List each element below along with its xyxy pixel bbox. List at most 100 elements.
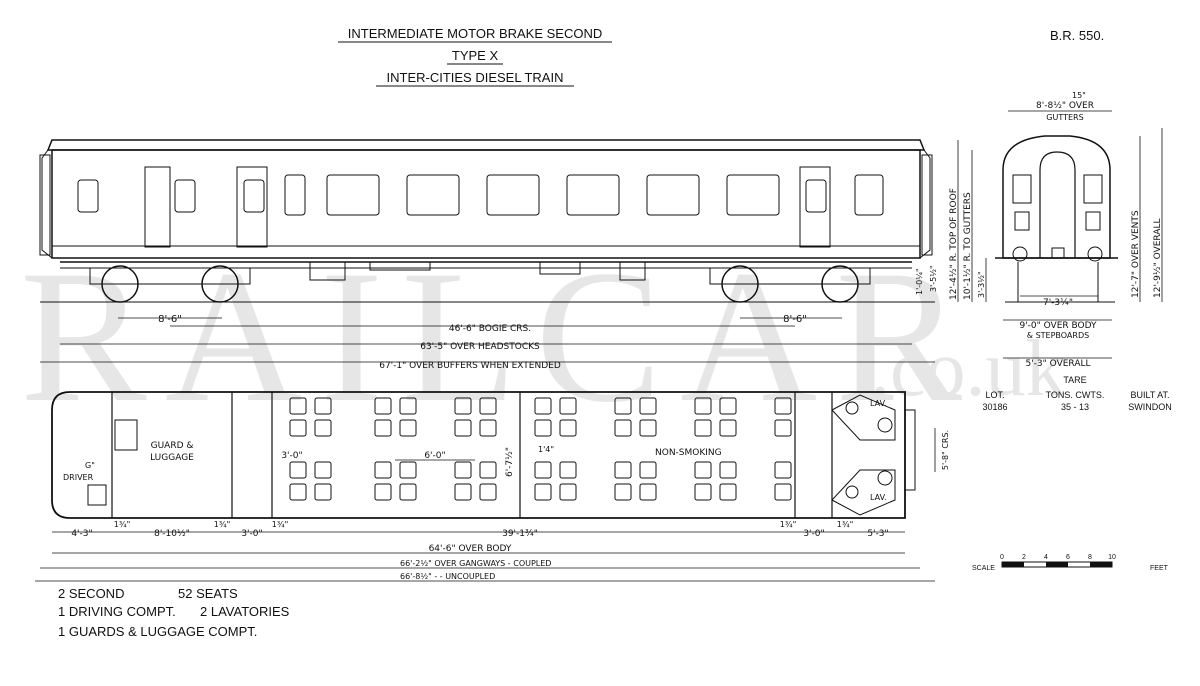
scale-tick-label: 8 [1088,554,1092,561]
seat [639,397,657,415]
dim-i: 3'-0" [803,529,824,539]
seat [614,461,632,479]
seat [479,483,497,501]
height-small-1: 1'-0¼" [915,268,924,295]
end-elevation [995,135,1118,303]
side-elevation [39,139,935,303]
seat [694,461,712,479]
seat [534,483,552,501]
seat [479,397,497,415]
scale-tick-label: 10 [1108,554,1116,561]
seat [314,461,332,479]
seat [774,483,792,501]
lav-top-label: LAV. [870,399,887,408]
seat [774,419,792,437]
gangway-centres: 5'-8" CRS. [941,430,950,470]
bogie-left [89,265,251,303]
dim-d: 1¾" [214,520,231,529]
scale-label: SCALE [972,565,995,572]
guard-label: GUARD & [151,441,194,451]
end-stepboards: & STEPBOARDS [1027,331,1089,340]
scale-tick-label: 2 [1022,554,1026,561]
dim-h: 1¾" [780,520,797,529]
seat [454,397,472,415]
end-overall-height: 12'-9½" OVERALL [1153,219,1163,298]
seat [719,397,737,415]
over-gangways-uncoupled: 66'-8½" - - UNCOUPLED [400,572,495,581]
seat [559,483,577,501]
scale-tick-label: 0 [1000,554,1004,561]
seat [614,397,632,415]
seat [534,397,552,415]
seat [479,461,497,479]
lav-bottom-label: LAV. [870,493,887,502]
dim-e: 3'-0" [241,529,262,539]
lot-value: 30186 [982,402,1007,412]
seat [289,461,307,479]
seat [614,483,632,501]
dim-a: 4'-3" [71,529,92,539]
dim-b: 1¾" [114,520,131,529]
seat [289,419,307,437]
end-buffer-centres: 7'-3¼" [1043,298,1073,308]
seat [639,483,657,501]
side-dimensions: 8'-6" 8'-6" 46'-6" BOGIE CRS. 63'-5" OVE… [40,265,938,371]
lot-label: LOT. [985,390,1004,400]
non-smoking-label: NON-SMOKING [655,448,722,458]
scale-bar-segment [1090,562,1112,567]
seat [314,419,332,437]
seat [479,419,497,437]
seat [454,461,472,479]
seat [399,397,417,415]
seat [454,483,472,501]
seat [774,397,792,415]
seat [374,419,392,437]
seat [559,461,577,479]
scale-bar-segment [1046,562,1068,567]
seat [534,461,552,479]
seating-layout [289,397,792,501]
seat [639,419,657,437]
seat [614,419,632,437]
over-buffers: 67'-1" OVER BUFFERS WHEN EXTENDED [379,361,561,371]
plan-view [51,391,936,519]
seat [374,461,392,479]
title-line-3: INTER-CITIES DIESEL TRAIN [387,70,564,85]
seat [694,483,712,501]
title-line-2: TYPE X [452,48,499,63]
driver-label: DRIVER [63,473,94,482]
end-rail-to-roof: 12'-4½" R. TOP OF ROOF [949,188,959,300]
tons-value: 35 - 13 [1061,402,1089,412]
end-buffer-height: 3'-3½" [977,271,986,298]
end-over-body: 9'-0" OVER BODY [1019,321,1097,331]
seat [559,397,577,415]
seat [399,483,417,501]
seat-pitch-small: 3'-0" [281,451,302,461]
seat [314,483,332,501]
seat [289,483,307,501]
scale-tick-label: 4 [1044,554,1048,561]
tare-table: TARE LOT. TONS. CWTS. BUILT AT. 30186 35… [982,375,1171,412]
over-gangways-coupled: 66'-2½" OVER GANGWAYS - COUPLED [400,559,551,568]
seat [719,483,737,501]
seat [399,419,417,437]
seat [289,397,307,415]
seat [534,419,552,437]
tare-header: TARE [1063,375,1086,385]
bogie-wheelbase-right: 8'-6" [783,314,807,325]
bogie-wheelbase-left: 8'-6" [158,314,182,325]
dim-f: 1¾" [272,520,289,529]
built-value: SWINDON [1128,402,1172,412]
watermark-suffix: .co.uk [870,325,1066,413]
seat-pitch-bay: 6'-0" [424,451,445,461]
seat [719,461,737,479]
dim-k: 5'-3" [867,529,888,539]
scale-bar-segment [1002,562,1024,567]
drawing-reference: B.R. 550. [1050,28,1104,43]
inner-width: 6'-7½" [505,447,515,477]
seat [314,397,332,415]
title-line-1: INTERMEDIATE MOTOR BRAKE SECOND [348,26,603,41]
end-over-vents: 12'-7" OVER VENTS [1131,210,1141,298]
